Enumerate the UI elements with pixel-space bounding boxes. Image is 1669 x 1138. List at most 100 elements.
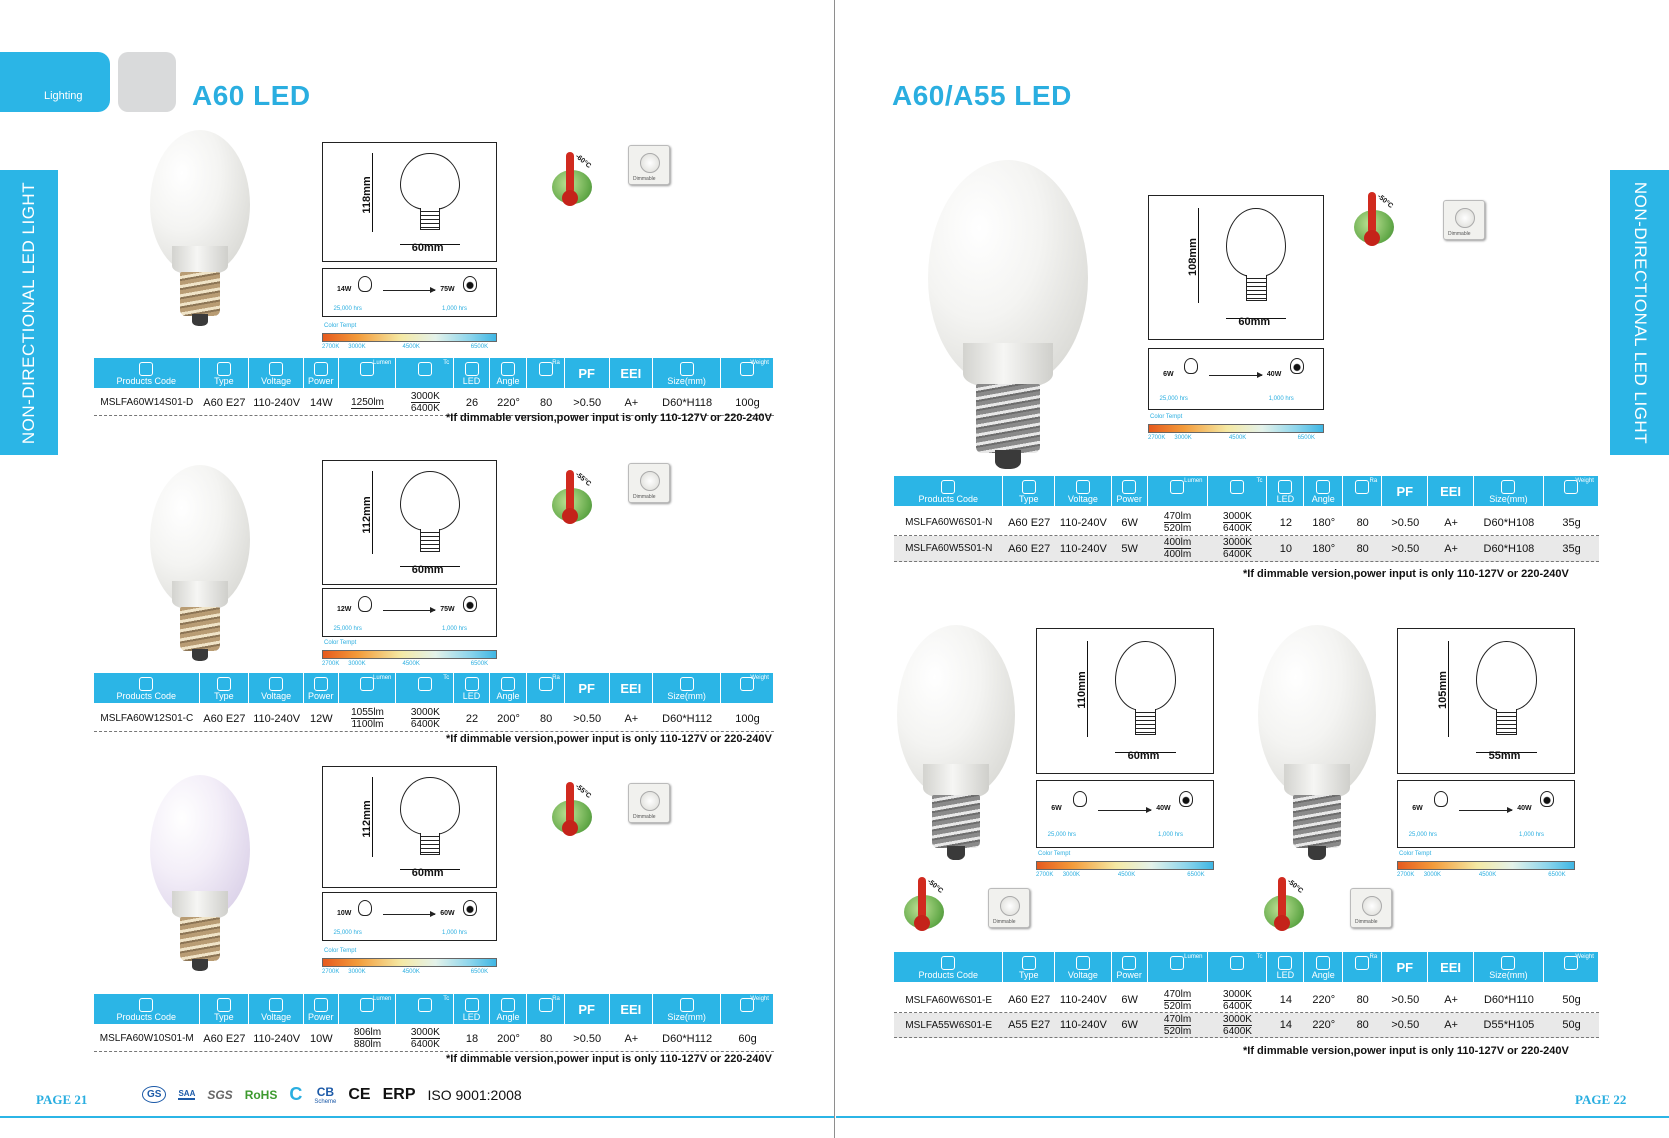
cell-ra: 80 [1356, 994, 1369, 1006]
cell-eei: A+ [1444, 994, 1458, 1006]
color-temp-caption: Color Tempt [1038, 851, 1071, 857]
lumen-icon [359, 362, 374, 376]
cell-angle: 220° [497, 396, 520, 409]
header-weight: Weight [721, 673, 774, 703]
section-tab[interactable]: Lighting [0, 52, 110, 112]
bulb-tip [192, 959, 208, 971]
dimmer-switch-icon: Dimmable [988, 888, 1030, 928]
side-band-right: NON-DIRECTIONAL LED LIGHT [1610, 170, 1669, 455]
incandescent-lifetime: 1,000 hrs [1268, 395, 1294, 402]
header-tc-label: Tc [1256, 954, 1263, 960]
cell-weight: 35g [1562, 516, 1581, 529]
cell-lumen-value: 470lm [1163, 1013, 1192, 1026]
header-angle-label: Angle [1311, 494, 1335, 504]
cb-scheme-text: Scheme [314, 1098, 337, 1105]
header-eei-label: EEI [620, 1002, 642, 1017]
cell-type: A55 E27 [1008, 1019, 1051, 1031]
cell-ra: 80 [1356, 1019, 1369, 1031]
incandescent-bulb-icon [463, 596, 477, 613]
header-voltage-label: Voltage [1067, 970, 1098, 980]
cell-tc-value: 3000K [410, 707, 440, 719]
header-code-label: Products Code [116, 691, 177, 701]
color-temp-tick: 4500K [1228, 435, 1247, 441]
page-number-left: PAGE 21 [36, 1092, 88, 1107]
header-led: LED [454, 673, 490, 703]
cell-angle: 220° [1312, 1019, 1336, 1031]
size-icon [679, 677, 694, 691]
header-tc: Tc [1208, 952, 1268, 982]
header-size-label: Size(mm) [1489, 970, 1528, 980]
cell-pf: >0.50 [573, 712, 602, 725]
dimmer-label: Dimmable [633, 814, 656, 820]
voltage-icon [1075, 956, 1090, 970]
cell-size: D60*H110 [1483, 994, 1534, 1006]
color-temp-caption: Color Tempt [324, 640, 357, 646]
led-lifetime: 25,000 hrs [1408, 832, 1438, 838]
header-weight-label: Weight [1575, 954, 1594, 960]
cell-tc-value: 6400K [1223, 1000, 1252, 1012]
cell-tc-value: 3000K [410, 1027, 440, 1039]
led-lifetime: 25,000 hrs [333, 625, 362, 632]
header-voltage-label: Voltage [261, 376, 292, 386]
code-icon [139, 998, 154, 1012]
header-lumen: Lumen [1148, 476, 1208, 506]
cell-lumen-value: 520lm [1163, 1000, 1192, 1012]
temperature-label: -50°C [1375, 193, 1395, 210]
header-code-label: Products Code [116, 1012, 177, 1022]
ra-icon [1355, 956, 1370, 970]
header-size: Size(mm) [653, 358, 722, 388]
header-lumen: Lumen [1148, 952, 1208, 982]
cell-power: 5W [1121, 542, 1138, 555]
led-watt-label: 6W [1163, 370, 1174, 378]
dimmer-knob [640, 791, 660, 811]
header-voltage: Voltage [249, 673, 305, 703]
color-temp-tick: 3000K [1423, 872, 1442, 878]
color-temp-tick: 4500K [402, 661, 420, 667]
cell-ra: 80 [539, 1032, 553, 1045]
incandescent-bulb-icon [1179, 791, 1194, 808]
cell-power: 10W [310, 1032, 333, 1045]
header-led: LED [1267, 476, 1305, 506]
header-type-label: Type [1018, 494, 1039, 504]
bulb-outline-base [1496, 708, 1517, 736]
led-lifetime: 25,000 hrs [333, 929, 362, 936]
led-watt-label: 12W [337, 606, 352, 614]
cell-code: MSLFA60W5S01-N [905, 543, 993, 554]
cell-pf: >0.50 [573, 1032, 602, 1045]
height-dimension-line [1447, 640, 1449, 738]
tc-icon [417, 362, 432, 376]
bulb-tip [192, 649, 208, 661]
bulb-tip [192, 314, 208, 326]
header-tc-label: Tc [443, 996, 450, 1002]
cell-lumen: 1250lm [339, 390, 397, 415]
header-voltage-label: Voltage [1067, 494, 1098, 504]
header-voltage-label: Voltage [261, 691, 292, 701]
color-temp-caption: Color Tempt [1150, 414, 1183, 420]
cell-type: A60 E27 [203, 712, 246, 725]
incandescent-lifetime: 1,000 hrs [1158, 832, 1184, 838]
header-eei: EEI [610, 358, 654, 388]
angle-icon [1316, 956, 1331, 970]
cell-lumen-value: 1250lm [351, 396, 384, 409]
header-eei: EEI [610, 673, 654, 703]
color-temp-tick: 2700K [322, 661, 340, 667]
led-bulb-icon [358, 900, 372, 917]
color-temp-tick: 4500K [1478, 872, 1497, 878]
lumen-icon [1170, 480, 1185, 494]
arrow-icon [1208, 372, 1263, 379]
bulb-outline-base [419, 833, 440, 856]
bulb-tip [995, 449, 1021, 469]
incandescent-watt-label: 40W [1156, 804, 1171, 812]
header-angle: Angle [490, 673, 528, 703]
